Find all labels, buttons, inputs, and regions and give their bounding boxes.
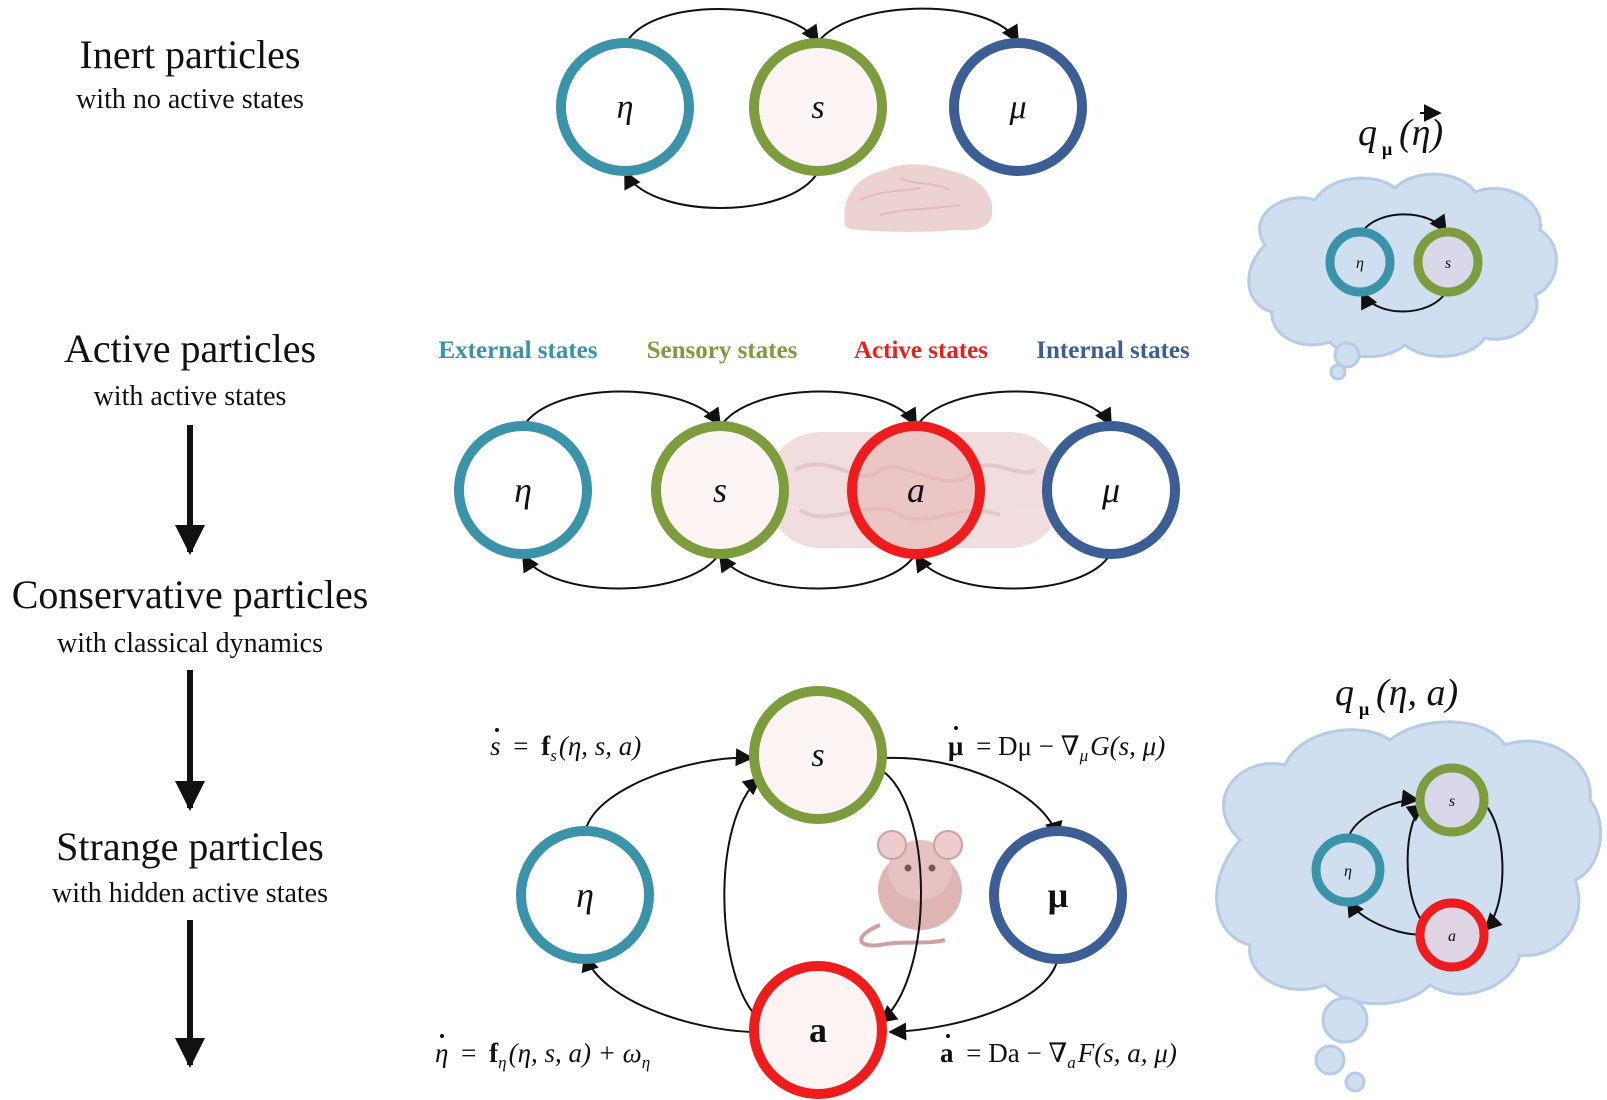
arrow-a-to-s-3 bbox=[723, 776, 762, 1021]
mouse-icon bbox=[859, 830, 963, 948]
svg-text:s = fs(η, s, a: s = fs(η, s, a) bbox=[490, 731, 641, 765]
cloud-bottom-a-label: a bbox=[1448, 928, 1456, 945]
active-subtitle: with active states bbox=[94, 381, 287, 412]
arrow-s-to-mu-3 bbox=[884, 756, 1063, 840]
inert-title: Inert particles bbox=[80, 32, 301, 77]
legend-internal: Internal states bbox=[1036, 337, 1190, 364]
legend-external: External states bbox=[439, 337, 598, 364]
svg-text:(η, a): (η, a) bbox=[1376, 672, 1458, 714]
equation-a-dot: a = Da − ∇aF(s, a, μ) bbox=[940, 1034, 1177, 1072]
arrow-mu-to-a-3 bbox=[888, 954, 1059, 1041]
svg-text:μ: μ bbox=[1359, 699, 1369, 719]
inert-eta-label: η bbox=[617, 89, 634, 126]
arrow-mu-to-a bbox=[915, 552, 1112, 590]
conservative-title: Conservative particles bbox=[12, 572, 369, 617]
strange-mu-node bbox=[989, 826, 1127, 964]
active-a-node bbox=[847, 421, 985, 559]
conservative-subtitle: with classical dynamics bbox=[57, 628, 323, 659]
svg-text:μ: μ bbox=[1382, 139, 1392, 159]
cloud-bottom-s-node bbox=[1415, 763, 1489, 837]
arrow-a-to-eta bbox=[581, 953, 753, 1033]
active-s-node bbox=[651, 421, 789, 559]
cloud-top-s-node bbox=[1413, 227, 1483, 297]
cloud-top-arrow-s-eta bbox=[1361, 290, 1447, 313]
svg-text:a = Da − ∇aF(s, a, μ): a = Da − ∇aF(s, a, μ) bbox=[940, 1038, 1177, 1072]
rock-icon bbox=[844, 164, 993, 232]
thought-cloud-top: η s q μ (η) bbox=[1247, 104, 1558, 381]
arrow-eta-to-s-3 bbox=[584, 748, 754, 835]
row-labels: Inert particles with no active states Ac… bbox=[12, 32, 369, 1068]
cloud-bottom-eta-label: η bbox=[1344, 863, 1352, 880]
arrow-eta-to-s bbox=[624, 8, 820, 46]
strange-eta-label: η bbox=[576, 875, 594, 915]
legend-sensory: Sensory states bbox=[647, 337, 798, 364]
cloud-top-arrow-eta-s bbox=[1359, 213, 1448, 236]
cloud-bottom-arrow-s-a bbox=[1479, 799, 1504, 932]
strange-row: η s μ a s = fs(η, s, a) η = fη(η, s, a) … bbox=[435, 686, 1177, 1099]
strange-s-label: s bbox=[811, 737, 824, 774]
active-mu-label: μ bbox=[1101, 470, 1120, 510]
strange-subtitle: with hidden active states bbox=[52, 878, 328, 909]
active-row: η s a μ bbox=[454, 390, 1180, 590]
strange-s-node bbox=[749, 686, 887, 824]
arrow-eta-to-s-2 bbox=[522, 390, 722, 428]
inert-s-label: s bbox=[811, 89, 824, 126]
arrow-s-to-eta bbox=[624, 170, 819, 209]
arrow-s-to-eta-2 bbox=[522, 552, 721, 590]
active-eta-node bbox=[454, 421, 592, 559]
legend: External states Sensory states Active st… bbox=[439, 337, 1190, 364]
active-mu-node bbox=[1042, 421, 1180, 559]
inert-mu-node bbox=[949, 38, 1087, 176]
strange-mu-label: μ bbox=[1048, 875, 1068, 915]
cloud-top-eta-label: η bbox=[1356, 255, 1364, 272]
inert-mu-label: μ bbox=[1008, 89, 1026, 126]
active-title: Active particles bbox=[64, 326, 316, 371]
cloud-top-q-label: q μ (η) bbox=[1358, 104, 1443, 159]
svg-text:q: q bbox=[1358, 112, 1377, 154]
cloud-bottom-eta-node bbox=[1311, 833, 1385, 907]
svg-text:q: q bbox=[1335, 672, 1354, 714]
inert-subtitle: with no active states bbox=[76, 84, 304, 115]
svg-text:(η): (η) bbox=[1399, 112, 1443, 154]
thought-cloud-bottom: η s a q μ (η, a) bbox=[1215, 672, 1603, 1093]
cloud-top-s-label: s bbox=[1445, 255, 1451, 272]
cloud-bottom-s-label: s bbox=[1449, 793, 1455, 810]
arrow-a-to-mu bbox=[915, 390, 1112, 428]
cloud-bottom-a-node bbox=[1415, 898, 1489, 972]
svg-text:η = fη(η, s, a: η = fη(η, s, a) + ωη bbox=[435, 1038, 650, 1072]
strange-title: Strange particles bbox=[56, 824, 324, 869]
arrow-a-to-s bbox=[718, 552, 917, 590]
inert-s-node bbox=[749, 38, 887, 176]
arrow-s-to-mu bbox=[817, 7, 1019, 44]
active-eta-label: η bbox=[514, 470, 532, 510]
strange-a-node bbox=[749, 961, 887, 1099]
svg-text:μ = Dμ − ∇μG(s, μ): μ = Dμ − ∇μG(s, μ) bbox=[948, 731, 1165, 765]
cloud-bottom-arrow-a-s bbox=[1405, 803, 1426, 926]
equation-s-dot: s = fs(η, s, a) bbox=[490, 728, 641, 765]
strange-a-label: a bbox=[809, 1010, 827, 1050]
active-s-label: s bbox=[713, 470, 727, 510]
arrow-s-to-a bbox=[719, 390, 917, 428]
cloud-bottom-arrow-eta-s bbox=[1347, 789, 1420, 841]
equation-mu-dot: μ = Dμ − ∇μG(s, μ) bbox=[948, 726, 1165, 765]
equation-eta-dot: η = fη(η, s, a) + ωη bbox=[435, 1034, 650, 1072]
arrow-s-to-a-3 bbox=[877, 767, 922, 1024]
cloud-bottom-q-label: q μ (η, a) bbox=[1335, 672, 1458, 719]
strange-eta-node bbox=[516, 826, 654, 964]
legend-active: Active states bbox=[854, 337, 988, 364]
cloud-top-eta-node bbox=[1325, 227, 1395, 297]
active-a-label: a bbox=[907, 470, 925, 510]
inert-row: η s μ bbox=[556, 7, 1087, 232]
inert-eta-node bbox=[556, 38, 694, 176]
